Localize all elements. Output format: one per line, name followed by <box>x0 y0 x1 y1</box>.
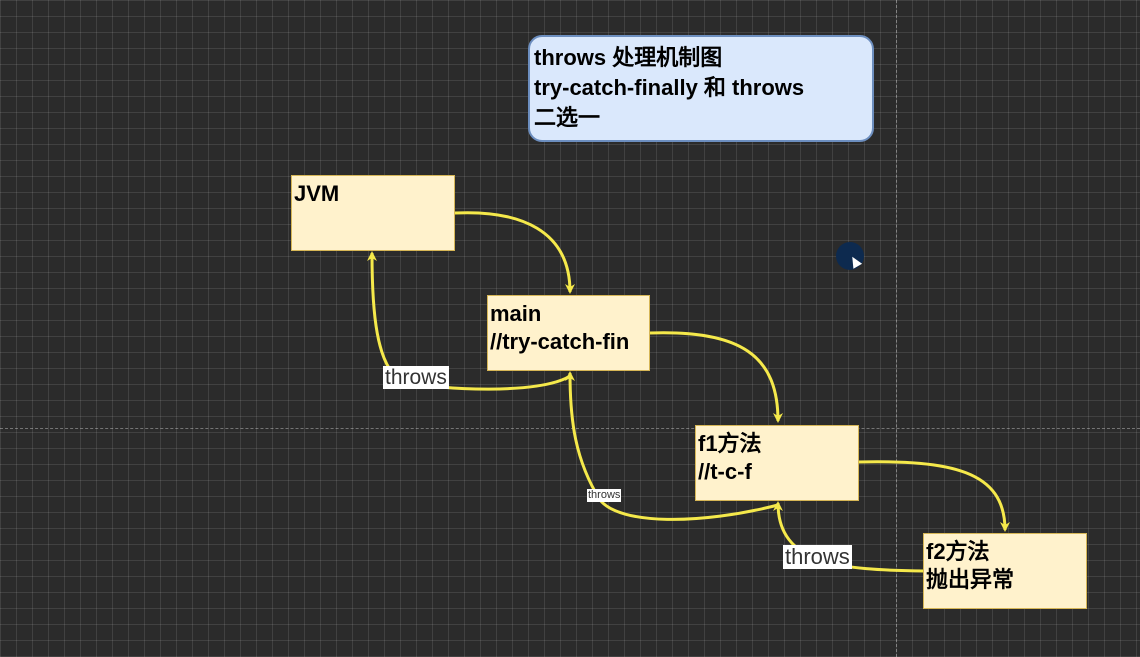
node-f1-line-1: f1方法 <box>698 431 762 456</box>
edge-label-f1-to-main: throws <box>587 489 622 502</box>
node-f1-line-2: //t-c-f <box>698 459 752 484</box>
title-note-line-3: 二选一 <box>534 105 601 130</box>
node-f2[interactable]: f2方法 抛出异常 <box>923 533 1087 609</box>
page-guide-vertical <box>896 0 897 657</box>
edge-label-main-to-jvm: throws <box>383 366 449 389</box>
node-main[interactable]: main //try-catch-fin <box>487 295 650 371</box>
page-guide-horizontal <box>0 428 1140 429</box>
title-note[interactable]: throws 处理机制图 try-catch-finally 和 throws … <box>528 35 874 142</box>
edge-jvm-to-main[interactable] <box>454 211 575 294</box>
node-main-line-2: //try-catch-fin <box>490 329 630 354</box>
node-f1[interactable]: f1方法 //t-c-f <box>695 425 859 501</box>
node-jvm-label: JVM <box>294 181 340 206</box>
node-jvm[interactable]: JVM <box>291 175 455 251</box>
edge-f1-to-f2[interactable] <box>857 460 1010 532</box>
title-note-line-2: try-catch-finally 和 throws <box>534 75 805 100</box>
edge-label-f2-to-f1: throws <box>783 544 852 569</box>
node-main-line-1: main <box>490 301 542 326</box>
cursor-highlight <box>836 242 864 270</box>
node-f2-line-1: f2方法 <box>926 539 990 564</box>
node-f2-line-2: 抛出异常 <box>926 567 1015 592</box>
edge-main-to-f1[interactable] <box>649 331 783 423</box>
title-note-line-1: throws 处理机制图 <box>534 45 723 70</box>
